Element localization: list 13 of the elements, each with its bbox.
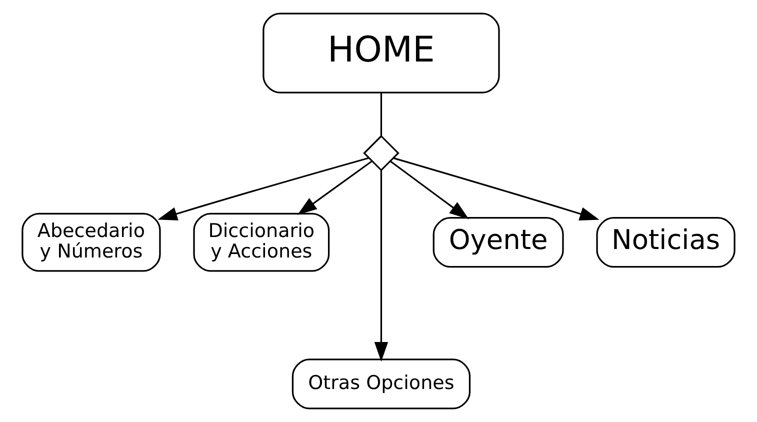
arrow	[374, 170, 388, 362]
node-diamond	[363, 134, 400, 172]
node-box: Diccionario y Acciones	[193, 212, 330, 272]
arrow	[390, 160, 469, 220]
arrow	[297, 160, 372, 216]
node-box: Otras Opciones	[292, 358, 471, 410]
node-box: Abecedario y Números	[22, 212, 161, 272]
arrow	[158, 157, 369, 220]
connector	[380, 92, 382, 136]
node-box: Noticias	[596, 217, 736, 268]
node-box: Oyente	[432, 217, 564, 268]
node-box: HOME	[262, 12, 500, 94]
arrow	[394, 157, 600, 220]
